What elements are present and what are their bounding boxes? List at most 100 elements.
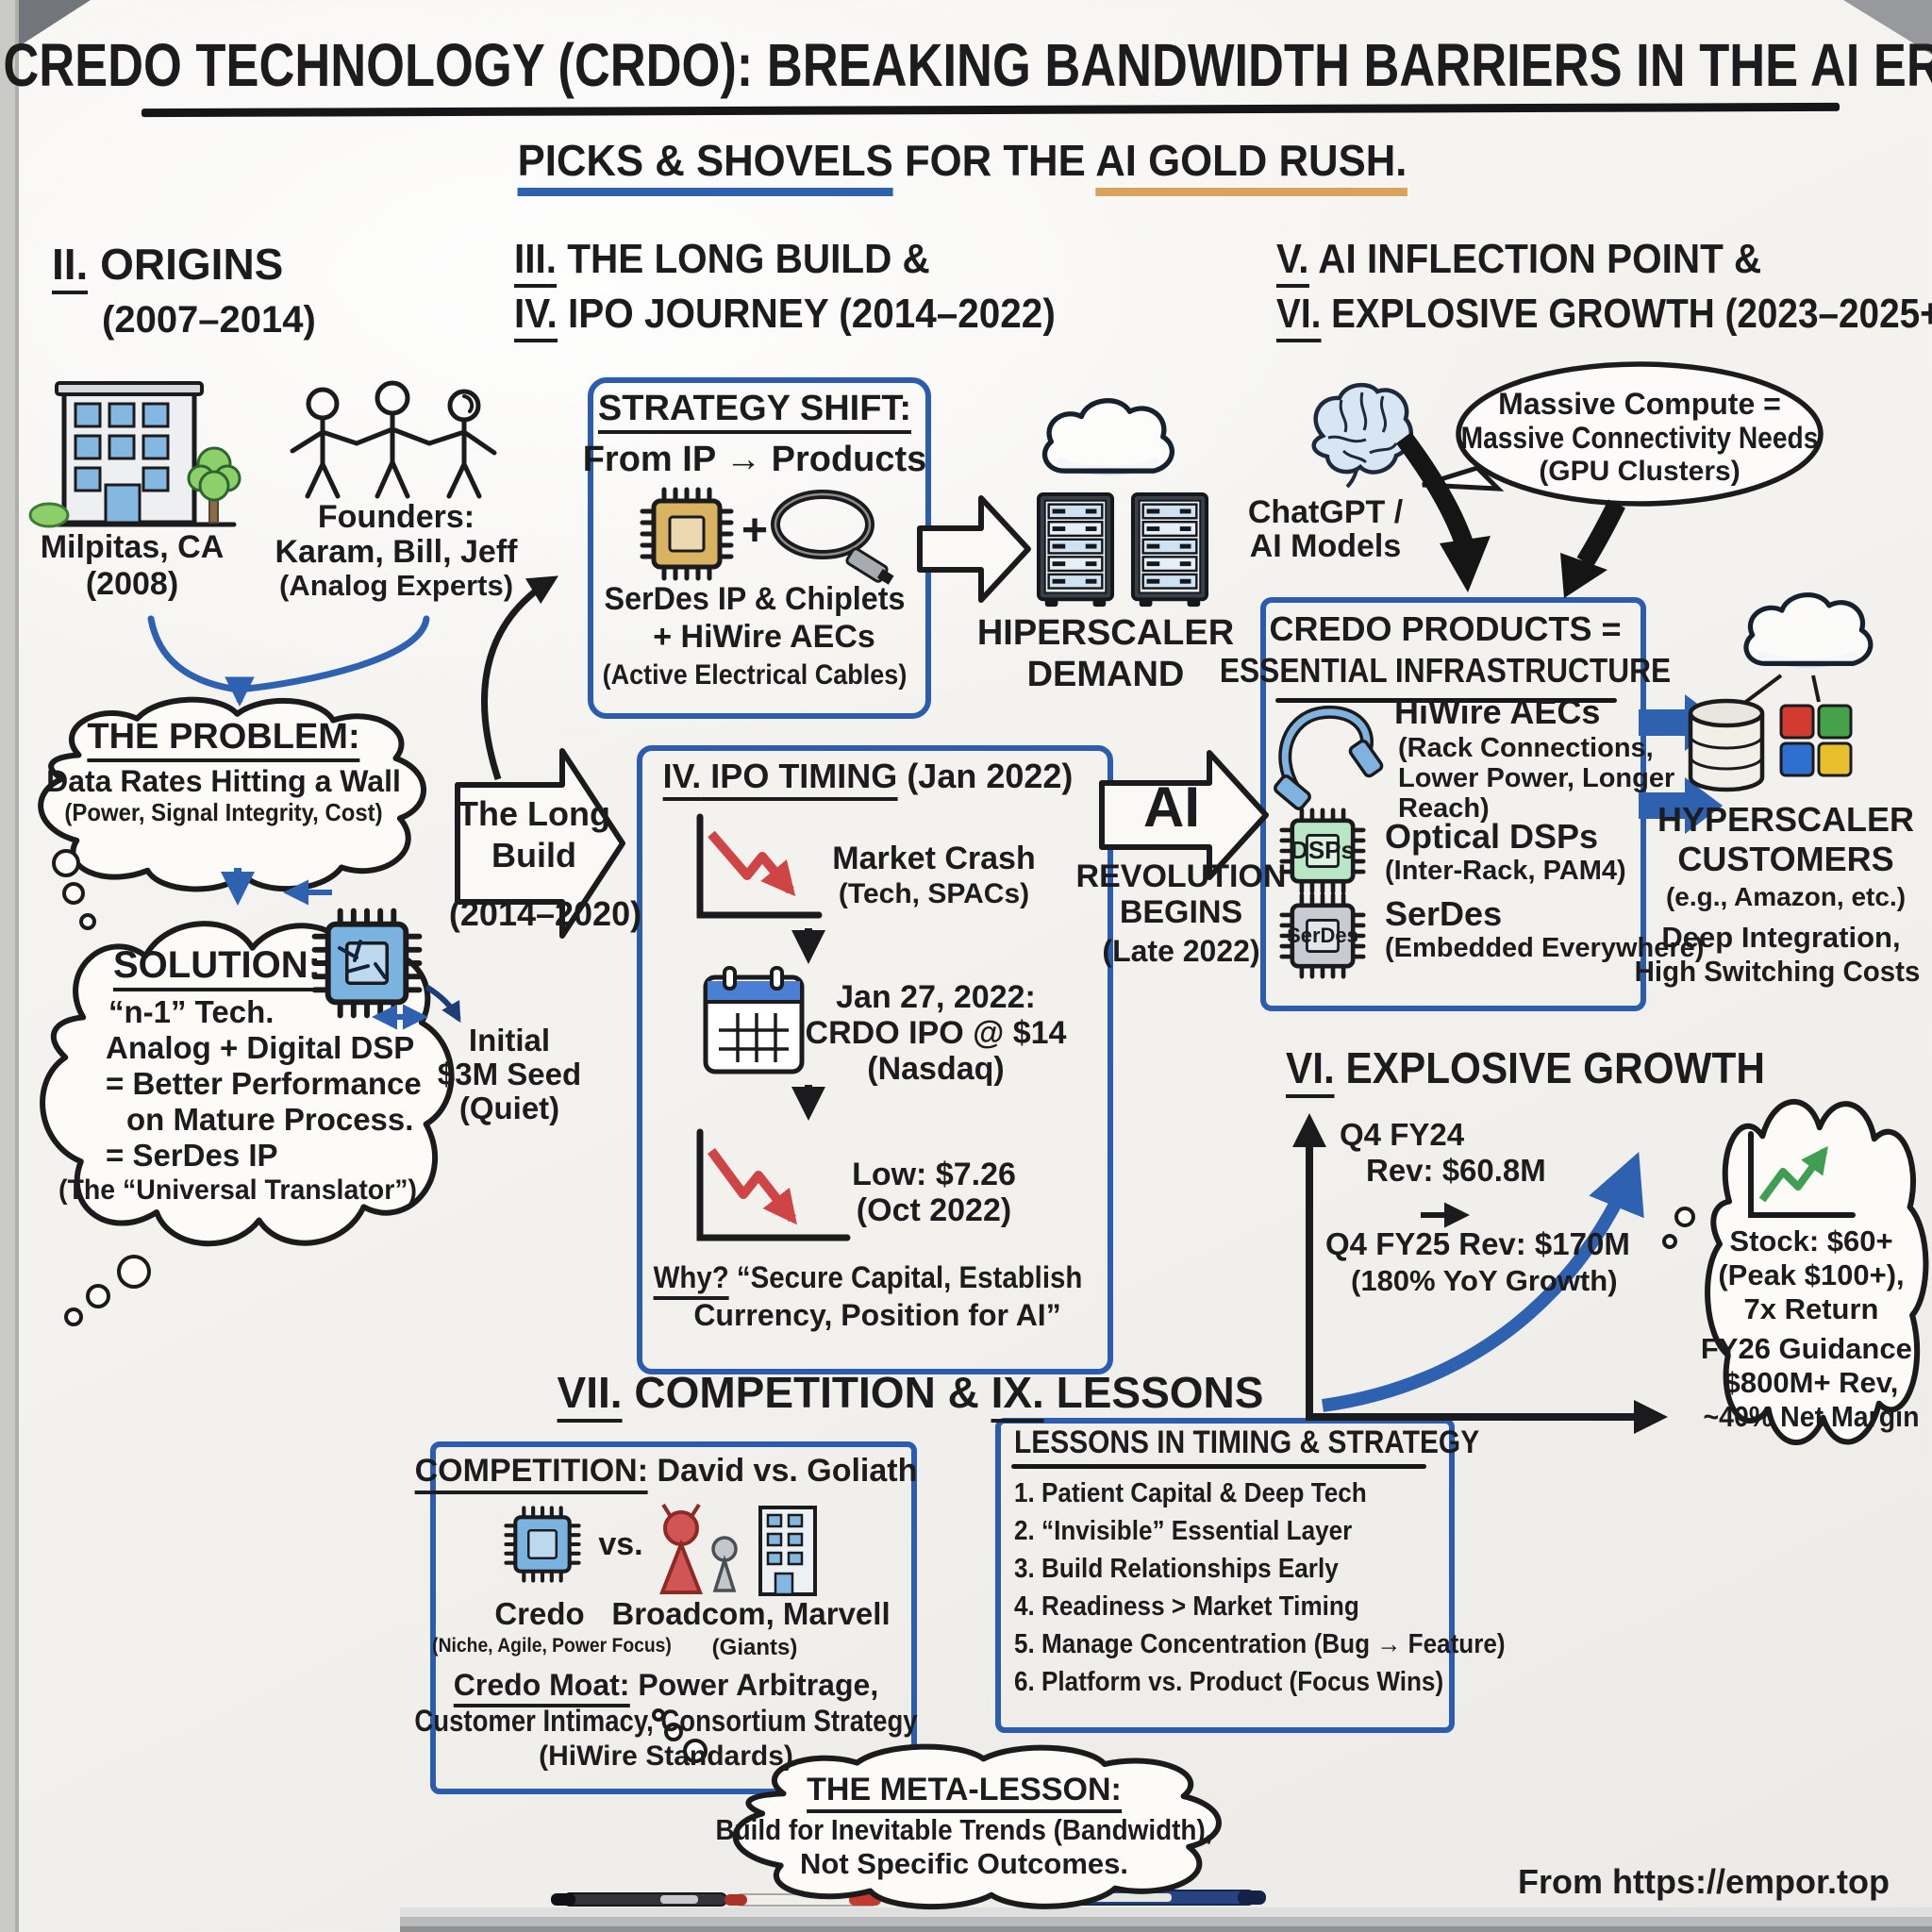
moat-line2: Customer Intimacy, Consortium Strategy: [414, 1704, 918, 1738]
meta-line2: Not Specific Outcomes.: [800, 1847, 1128, 1880]
hiwire-cable-icon: [1274, 705, 1384, 810]
revolution-line2: BEGINS: [1119, 894, 1243, 930]
solution-title: SOLUTION:: [113, 944, 321, 991]
stock-line1: Stock: $60+: [1729, 1224, 1893, 1257]
competition-rivals-note: (Giants): [711, 1635, 798, 1660]
crash-label1: Market Crash: [832, 841, 1036, 876]
stock-line3: 7x Return: [1743, 1292, 1879, 1325]
solution-line3: = Better Performance: [106, 1066, 422, 1101]
customers-line3: (e.g., Amazon, etc.): [1665, 882, 1907, 911]
product2-desc1: (Inter-Rack, PAM4): [1385, 856, 1626, 886]
growth-fy25-rev: Q4 FY25 Rev: $170M: [1325, 1226, 1630, 1261]
lesson-item: 3. Build Relationships Early: [1014, 1554, 1339, 1584]
rival-building-icon: [758, 1506, 817, 1596]
solution-line4: on Mature Process.: [126, 1102, 414, 1137]
products-customers-arrow: [1639, 777, 1723, 834]
growth-chart: [1292, 1113, 1668, 1434]
seed-line3: (Quiet): [458, 1091, 560, 1125]
ipo-date3: (Nasdaq): [867, 1051, 1005, 1087]
lesson-item: 5. Manage Concentration (Bug → Feature): [1014, 1629, 1506, 1659]
goliath-icon: [659, 1503, 738, 1594]
solution-cloud: [42, 924, 451, 1326]
ipo-timing-box: [637, 745, 1113, 1374]
database-icon: [1688, 698, 1765, 792]
solution-chip-icon: [283, 879, 461, 1030]
competition-rivals: Broadcom, Marvell: [611, 1596, 891, 1631]
seed-line1: Initial: [468, 1023, 551, 1058]
growth-heading: VI. EXPLOSIVE GROWTH: [1286, 1043, 1765, 1098]
customers-line2: CUSTOMERS: [1677, 840, 1894, 878]
growth-fy24-label: Q4 FY24: [1340, 1117, 1465, 1152]
solution-line5: = SerDes IP: [106, 1138, 278, 1173]
location-label: Milpitas, CA: [40, 529, 225, 565]
customers-line4: Deep Integration,: [1661, 921, 1901, 954]
seed-line2: $3M Seed: [437, 1057, 582, 1091]
subtitle-mid: FOR THE: [892, 136, 1096, 185]
lessons-underline: [1011, 1464, 1426, 1469]
founders-label: Founders:: [317, 499, 475, 535]
stock-line4: FY26 Guidance:: [1700, 1332, 1923, 1365]
strategy-demand-arrow: [917, 495, 1031, 603]
founders-note: (Analog Experts): [278, 569, 514, 602]
competition-credo: Credo: [494, 1596, 585, 1631]
low-label1: Low: $7.26: [852, 1157, 1016, 1192]
stock-line6: ~40% Net Margin: [1703, 1400, 1920, 1433]
growth-yoy-note: (180% YoY Growth): [1351, 1264, 1618, 1297]
serdes-chip-icon: [642, 490, 731, 578]
product1-desc3: Reach): [1398, 793, 1490, 824]
customers-cloud-icon: [1746, 595, 1871, 664]
low-price-chart-icon: [696, 1128, 851, 1241]
lessons-title: LESSONS IN TIMING & STRATEGY: [1014, 1424, 1480, 1460]
build-heading2: IV. IPO JOURNEY (2014–2022): [514, 291, 1056, 342]
ipo-date2: CRDO IPO @ $14: [805, 1015, 1067, 1051]
lesson-item: 1. Patient Capital & Deep Tech: [1014, 1478, 1367, 1508]
growth-fy24-rev: Rev: $60.8M: [1366, 1153, 1546, 1188]
credo-chip-icon: [506, 1507, 578, 1580]
origins-heading: II. ORIGINS: [52, 240, 283, 294]
dsp-chip-label: DSPs: [1291, 836, 1355, 864]
lesson-item: 4. Readiness > Market Timing: [1014, 1591, 1359, 1622]
marker-black[interactable]: [551, 1892, 727, 1907]
stock-line5: $800M+ Rev,: [1724, 1366, 1899, 1399]
strategy-title: STRATEGY SHIFT:: [597, 389, 912, 434]
subtitle-gold: AI GOLD RUSH.: [1095, 136, 1407, 196]
stock-line2: (Peak $100+),: [1718, 1258, 1905, 1291]
bottom-heading: VII. COMPETITION & IX. LESSONS: [557, 1368, 1263, 1423]
lessons-box: [995, 1418, 1455, 1733]
lesson-item: 6. Platform vs. Product (Focus Wins): [1014, 1667, 1444, 1697]
ipo-why1: Why? “Secure Capital, Establish: [653, 1260, 1082, 1300]
building-icon: [28, 381, 242, 528]
revolution-line1: REVOLUTION: [1075, 858, 1287, 894]
revolution-big: AI: [1143, 775, 1200, 839]
products-underline: [1275, 698, 1617, 703]
meta-title: THE META-LESSON:: [807, 1772, 1122, 1813]
build-heading1: III. THE LONG BUILD &: [514, 236, 930, 288]
problem-line2: (Power, Signal Integrity, Cost): [64, 798, 383, 826]
stock-cloud: [1662, 1102, 1925, 1442]
ipo-date1: Jan 27, 2022:: [836, 979, 1036, 1015]
solution-line2: Analog + Digital DSP: [106, 1030, 415, 1065]
product1-desc2: Lower Power, Longer: [1398, 763, 1675, 793]
moat-line3: (HiWire Standards): [539, 1740, 793, 1772]
build-strategy-arrow: [481, 575, 558, 781]
ipo-why2: Currency, Position for AI”: [693, 1298, 1061, 1332]
server-rack-icon: [1036, 491, 1115, 609]
product3-desc1: (Embedded Everywhere): [1385, 933, 1705, 963]
products-title1: CREDO PRODUCTS =: [1269, 609, 1622, 648]
revolution-line3: (Late 2022): [1102, 934, 1260, 968]
page-title: CREDO TECHNOLOGY (CRDO): BREAKING BANDWI…: [3, 31, 1932, 99]
origins-years: (2007–2014): [102, 299, 316, 341]
problem-title: THE PROBLEM:: [87, 717, 360, 762]
solution-line6: (The “Universal Translator”): [58, 1174, 418, 1206]
page-subtitle: PICKS & SHOVELS FOR THE AI GOLD RUSH.: [517, 136, 1407, 196]
long-build-arrow: [455, 748, 625, 939]
cable-icon: [771, 490, 894, 585]
bubble-line1: Massive Compute =: [1498, 387, 1781, 421]
customers-line1: HYPERSCALER: [1657, 800, 1915, 839]
inflection-arrows: [1395, 432, 1625, 598]
ai-revolution-arrow: [1099, 750, 1269, 880]
strategy-caption2: + HiWire AECs: [653, 619, 875, 655]
